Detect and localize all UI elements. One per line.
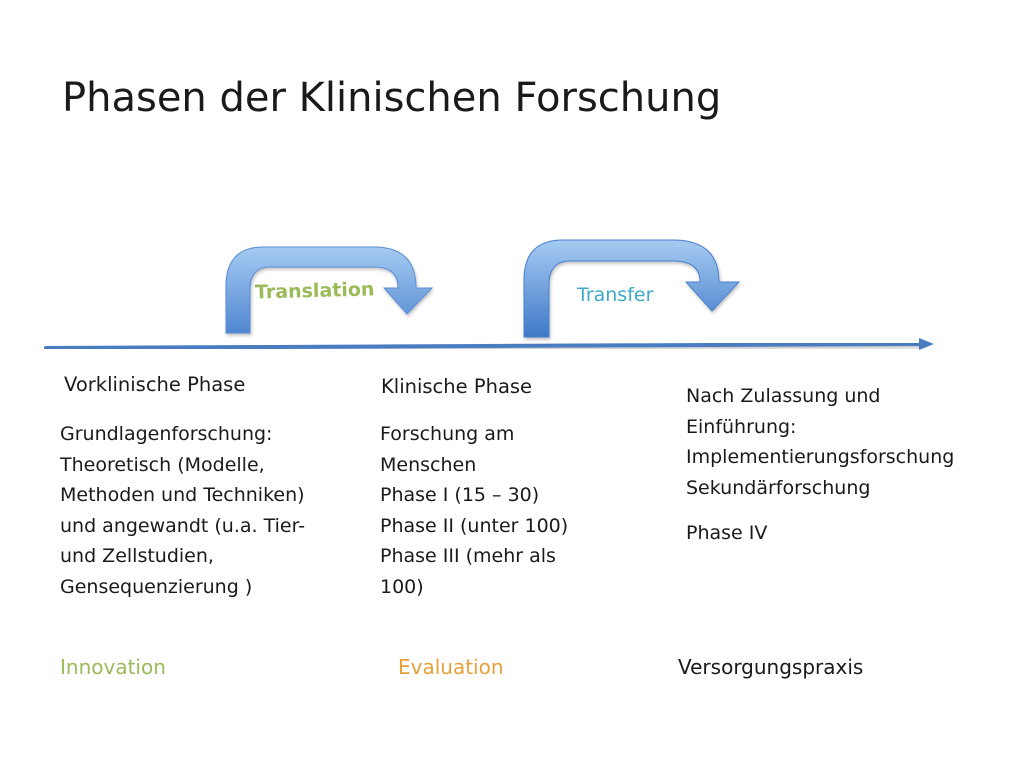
phase-iv-label: Phase IV (686, 522, 768, 544)
text-line: und Zellstudien, (60, 545, 214, 567)
text-line: Grundlagenforschung: (60, 423, 273, 445)
clinical-heading: Klinische Phase (381, 375, 533, 398)
text-line: Menschen (380, 453, 477, 476)
text-line: Gensequenzierung ) (60, 575, 253, 598)
text-line: Methoden und Techniken) (60, 484, 305, 506)
text-line: Phase III (mehr als (380, 545, 556, 567)
text-line: Einführung: (686, 415, 797, 438)
versorgungspraxis-label: Versorgungspraxis (678, 655, 864, 679)
innovation-label: Innovation (60, 655, 166, 679)
preclinical-heading: Vorklinische Phase (64, 373, 246, 396)
text-line: Implementierungsforschung (686, 446, 955, 468)
text-line: Forschung am (380, 423, 515, 445)
text-line: Nach Zulassung und (686, 385, 881, 407)
translation-arrow (225, 246, 434, 334)
text-line: Sekundärforschung (686, 476, 871, 499)
text-line: und angewandt (u.a. Tier- (60, 514, 306, 537)
evaluation-label: Evaluation (398, 655, 504, 679)
timeline-arrow (44, 338, 934, 350)
text-line: Phase I (15 – 30) (380, 484, 540, 506)
text-line: Theoretisch (Modelle, (60, 453, 265, 476)
slide-title: Phasen der Klinischen Forschung (62, 75, 722, 121)
text-line: Phase II (unter 100) (380, 514, 569, 537)
text-line: 100) (380, 575, 424, 598)
translation-label: Translation (254, 278, 375, 304)
transfer-arrow (523, 239, 741, 338)
transfer-label: Transfer (577, 284, 654, 306)
